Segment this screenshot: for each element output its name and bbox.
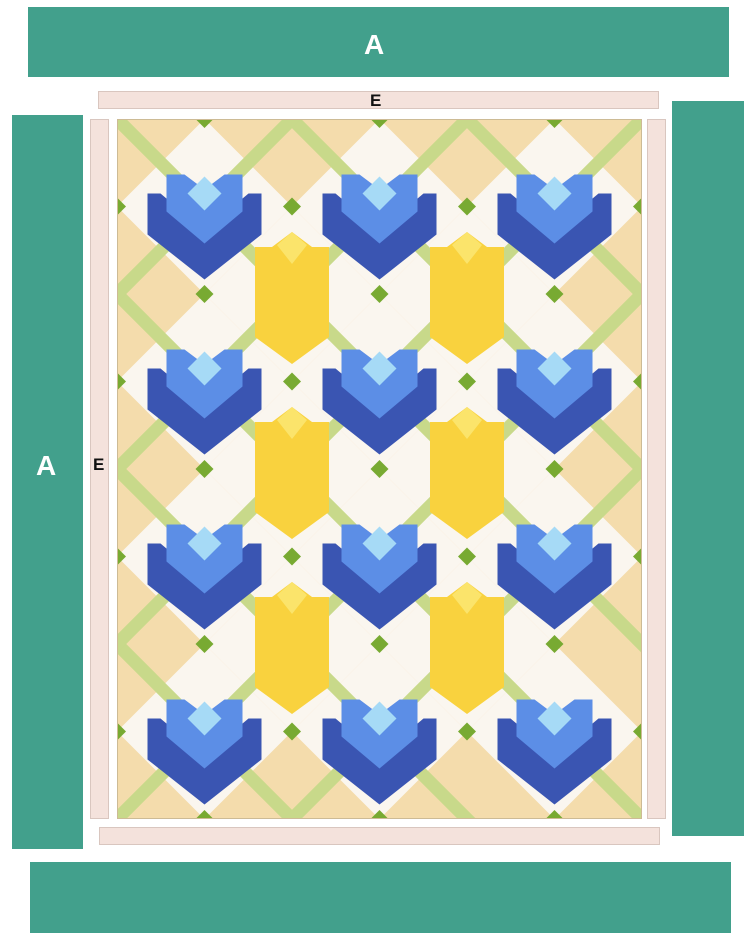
top-border-label: A	[364, 31, 384, 59]
right-border-a	[672, 101, 744, 836]
left-border-label: A	[36, 452, 56, 480]
quilt-center	[117, 119, 642, 819]
left-border-a	[12, 115, 83, 849]
bottom-border-a	[30, 862, 731, 933]
right-sashing-e	[647, 119, 666, 819]
bottom-sashing-e	[99, 827, 660, 845]
top-sashing-label: E	[370, 92, 381, 109]
left-sashing-label: E	[93, 456, 104, 473]
